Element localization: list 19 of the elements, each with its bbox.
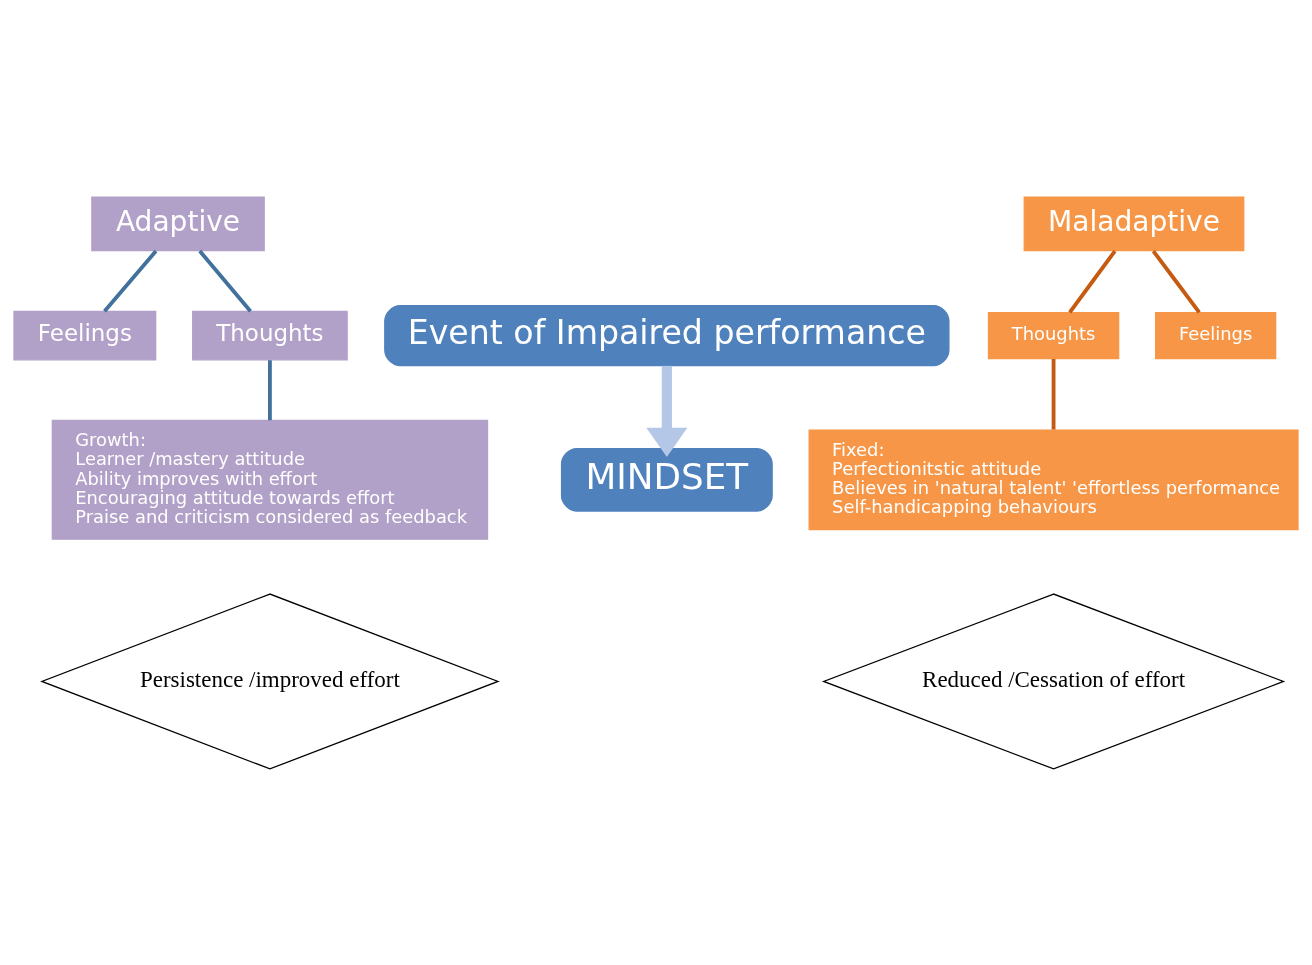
- connector: [1068, 249, 1117, 313]
- node-box: MINDSET: [560, 447, 773, 512]
- node-box: Feelings: [13, 310, 157, 360]
- connector: [103, 249, 158, 312]
- node-box: Thoughts: [192, 310, 348, 360]
- node-box: Fixed: Perfectionitstic attitude Believes in 'natural talent' 'effortless performance Self-handicapping behaviours: [808, 428, 1299, 530]
- arrow: [646, 365, 688, 457]
- node-box: Maladaptive: [1023, 195, 1245, 251]
- connector: [198, 249, 252, 312]
- node-box: Adaptive: [91, 195, 265, 251]
- node-diamond: Reduced /Cessation of effort: [821, 592, 1286, 770]
- node-box: Feelings: [1155, 311, 1277, 359]
- connector: [1051, 358, 1056, 430]
- node-box: Event of Impaired performance: [384, 304, 950, 366]
- connector: [1151, 249, 1201, 313]
- node-diamond: Persistence /improved effort: [40, 592, 500, 770]
- node-box: Thoughts: [987, 311, 1120, 359]
- connector: [268, 359, 272, 420]
- node-box: Growth: Learner /mastery attitude Ability improves with effort Encouraging attitude towards effort Praise and criticism considered as feedback: [51, 419, 489, 540]
